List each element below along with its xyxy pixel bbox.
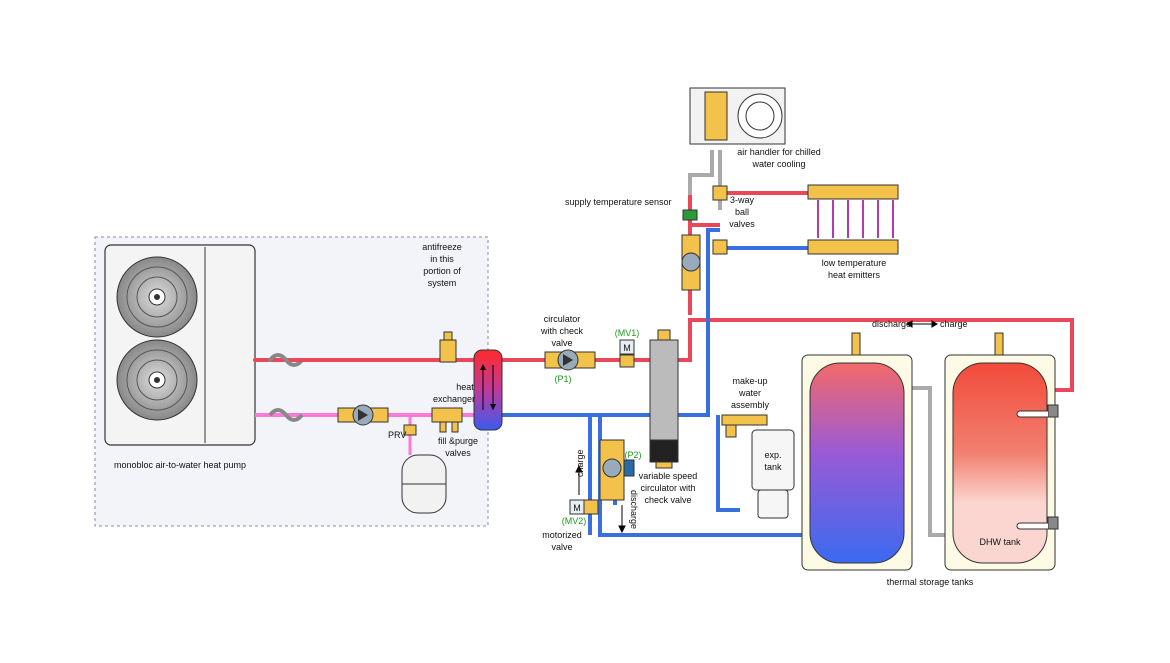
vs-label: check valve: [644, 495, 691, 505]
emitters-label: low temperature: [822, 258, 887, 268]
ball-valve-label: valves: [729, 219, 755, 229]
fan-icon: [116, 339, 198, 421]
circ-label: valve: [551, 338, 572, 348]
circ-label: circulator: [544, 314, 581, 324]
circ-label: with check: [540, 326, 584, 336]
secondary-circulator: [681, 234, 701, 291]
makeup-water-assembly: [721, 414, 768, 438]
mv1-valve: [619, 339, 635, 368]
expansion-tank: [751, 429, 795, 519]
fill-purge-valves: [431, 407, 463, 433]
glycol-circulator: [337, 404, 389, 426]
vs-label: circulator with: [640, 483, 695, 493]
hydraulic-separator: [649, 329, 679, 469]
flow-arrows: [575, 320, 938, 534]
hx-label: heat: [456, 382, 474, 392]
expansion-tank-glycol: [401, 454, 447, 514]
thermal-storage-tank: [801, 332, 913, 571]
p1-circulator: [544, 349, 596, 371]
exp-tank-label: exp.: [764, 450, 781, 460]
discharge-label: discharge: [872, 319, 911, 329]
vs-label: variable speed: [639, 471, 698, 481]
makeup-label: water: [738, 388, 761, 398]
prv-valve: [403, 424, 417, 436]
antifreeze-label: portion of: [423, 266, 461, 276]
makeup-label: assembly: [731, 400, 770, 410]
heat-pump-label: monobloc air-to-water heat pump: [114, 460, 246, 470]
ball-valve-label: ball: [735, 207, 749, 217]
sensor-label: supply temperature sensor: [565, 197, 672, 207]
fill-purge-label: valves: [445, 448, 471, 458]
heat-pump: [104, 244, 256, 446]
motor-valve-label: motorized: [542, 530, 582, 540]
p2-label: (P2): [624, 450, 641, 460]
emitters-label: heat emitters: [828, 270, 881, 280]
dhw-label: DHW tank: [979, 537, 1021, 547]
antifreeze-label: antifreeze: [422, 242, 462, 252]
labels: antifreeze in this portion of system mon…: [114, 147, 1021, 587]
mv1-label: (MV1): [615, 328, 640, 338]
mv2-valve: [569, 499, 599, 515]
mv2-label: (MV2): [562, 516, 587, 526]
charge-label: charge: [575, 449, 585, 477]
discharge-label: discharge: [629, 490, 639, 529]
air-handler: [689, 87, 786, 145]
air-handler-label: air handler for chilled: [737, 147, 821, 157]
manifold-supply: [807, 184, 899, 255]
p2-circulator: [599, 439, 635, 501]
antifreeze-label: in this: [430, 254, 454, 264]
prv-label: PRV: [388, 430, 406, 440]
heat-exchanger: [473, 349, 503, 431]
exp-tank-label: tank: [764, 462, 782, 472]
charge-label: charge: [940, 319, 968, 329]
p1-label: (P1): [554, 374, 571, 384]
air-separator: [439, 331, 457, 363]
dhw-tank: [944, 332, 1059, 571]
motor-valve-label: valve: [551, 542, 572, 552]
m2-label: M: [573, 503, 581, 513]
antifreeze-label: system: [428, 278, 457, 288]
three-way-valves: [682, 185, 728, 255]
fan-icon: [116, 256, 198, 338]
hx-label: exchanger: [433, 394, 475, 404]
storage-label: thermal storage tanks: [887, 577, 974, 587]
m1-label: M: [623, 343, 631, 353]
fill-purge-label: fill &purge: [438, 436, 478, 446]
ball-valve-label: 3-way: [730, 195, 755, 205]
heat-emitters: [817, 200, 894, 238]
air-handler-label: water cooling: [751, 159, 805, 169]
makeup-label: make-up: [732, 376, 767, 386]
